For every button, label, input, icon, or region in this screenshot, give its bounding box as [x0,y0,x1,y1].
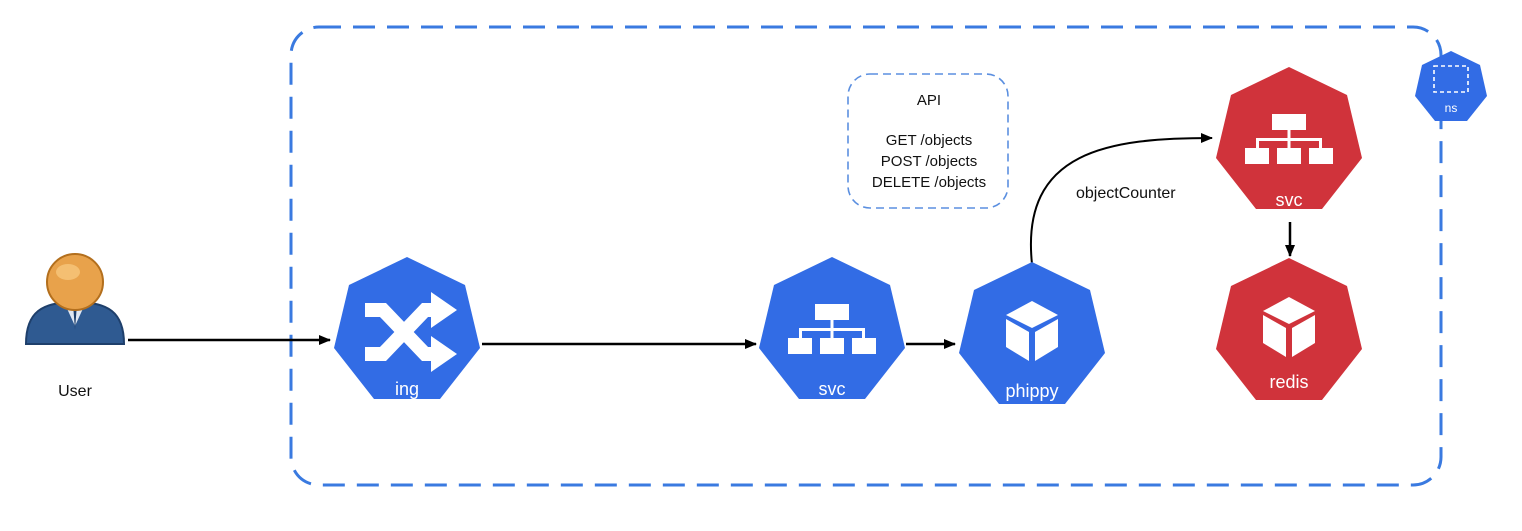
redis-node: redis [1216,258,1362,400]
redis-service-label: svc [1276,190,1303,210]
api-box: API GET /objects POST /objects DELETE /o… [847,73,1009,209]
user-label: User [58,383,92,400]
redis-service-node: svc [1216,67,1362,210]
phippy-label: phippy [1005,381,1058,401]
redis-label: redis [1269,372,1308,392]
user-node: User [24,253,126,400]
api-title: API [917,92,941,109]
service-label: svc [819,379,846,399]
namespace-label: ns [1445,101,1458,115]
namespace-icon [1415,51,1487,121]
api-endpoint-delete: DELETE /objects [872,174,986,191]
ingress-crossing-arrows-icon [365,292,457,372]
edge-phippy-to-redis-svc [1029,133,1213,265]
api-endpoint-post: POST /objects [881,153,977,170]
phippy-node: phippy [959,262,1105,404]
ingress-label: ing [395,379,419,399]
namespace-badge: ns [1415,51,1487,121]
ingress-node: ing [334,257,480,399]
service-node: svc [759,257,905,399]
namespace-boundary [289,25,1443,487]
user-avatar-icon [24,253,126,345]
edge-label-object-counter: objectCounter [1076,185,1176,202]
api-endpoint-get: GET /objects [886,132,972,149]
